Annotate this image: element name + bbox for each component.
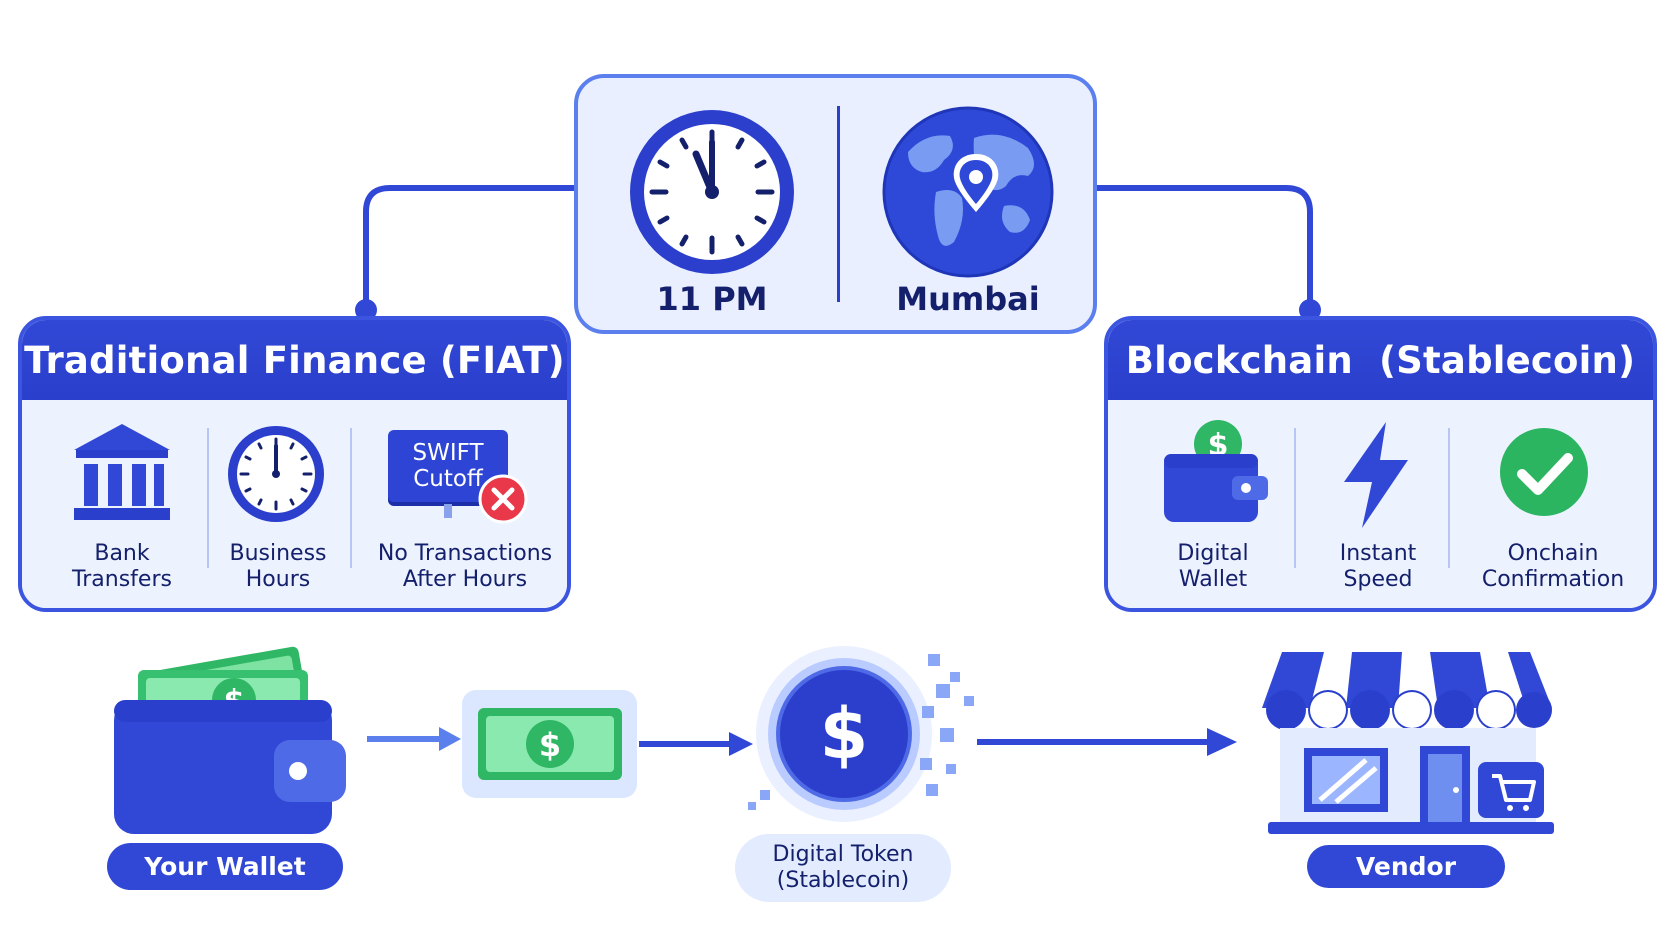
svg-text:$: $ (539, 726, 561, 764)
fiat-panel-title: Traditional Finance (FIAT) (22, 320, 567, 400)
bank-icon (74, 424, 170, 520)
flow-arrow (367, 727, 461, 751)
wallet-icon: $ (1164, 420, 1268, 522)
cash-icon: $ (478, 708, 622, 780)
sign-post (444, 504, 452, 518)
stablecoin-token-icon: $ (748, 646, 974, 822)
center-divider (837, 106, 840, 302)
divider (350, 428, 352, 568)
flow-arrow (639, 732, 753, 756)
blockchain-panel-title: Blockchain (Stablecoin) (1108, 320, 1653, 400)
clock-icon (630, 110, 794, 274)
clock-icon (228, 426, 324, 522)
time-location-box: 11 PM Mumbai (574, 74, 1097, 334)
close-icon (478, 474, 528, 524)
time-label: 11 PM (656, 280, 768, 318)
divider (1448, 428, 1450, 568)
svg-text:$: $ (820, 693, 869, 775)
wallet-icon: $ (114, 646, 346, 834)
checkmark-icon (1500, 428, 1588, 516)
globe-location-icon (882, 106, 1054, 278)
divider (1294, 428, 1296, 568)
location-label: Mumbai (896, 280, 1040, 318)
vendor-store-icon (1262, 652, 1554, 834)
divider (207, 428, 209, 568)
flow-arrow (977, 728, 1237, 756)
digital-token-label: Digital Token(Stablecoin) (735, 834, 951, 902)
lightning-icon (1344, 422, 1408, 528)
your-wallet-label: Your Wallet (107, 843, 343, 890)
vendor-label: Vendor (1307, 845, 1505, 888)
